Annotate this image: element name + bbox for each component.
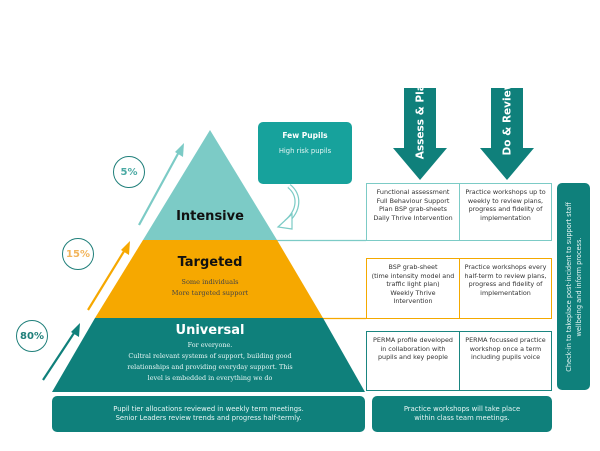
targeted-assess-cell: BSP grab-sheet (time intensity model and…: [366, 258, 460, 319]
cell-line: implementation: [480, 288, 531, 297]
targeted-line: More targeted support: [171, 288, 249, 297]
cell-line: half-term to review plans,: [464, 271, 547, 280]
growth-arrow-targeted: [87, 241, 130, 311]
cell-line: weekly to review plans,: [467, 196, 544, 205]
cell-line: (time intensity model and: [371, 271, 455, 280]
assess-plan-label: Assess & Plan: [414, 76, 427, 160]
cell-line: including pupils voice: [470, 353, 541, 362]
few-pupils-callout: Few Pupils High risk pupils: [258, 122, 352, 184]
growth-arrow-intensive: [138, 143, 184, 226]
cell-line: Weekly Thrive: [390, 288, 436, 297]
universal-line: level is embedded in everything we do: [147, 374, 273, 382]
bottom-right-line: Practice workshops will take place: [403, 404, 521, 413]
universal-assess-cell: PERMA profile developed in collaboration…: [366, 331, 460, 391]
universal-review-cell: PERMA focussed practice workshop once a …: [459, 331, 552, 391]
intensive-review-cell: Practice workshops up to weekly to revie…: [459, 183, 552, 241]
percent-badge-universal: 80%: [16, 320, 48, 352]
assess-plan-header: Assess & Plan: [400, 77, 440, 160]
intensive-assess-cell: Functional assessment Full Behaviour Sup…: [366, 183, 460, 241]
cell-line: workshop once a term: [469, 344, 542, 353]
cell-line: Plan BSP grab-sheets: [379, 205, 447, 214]
cell-line: Practice workshops up to: [465, 188, 546, 196]
cell-line: PERMA profile developed: [373, 336, 453, 344]
universal-line: relationships and providing everyday sup…: [127, 363, 293, 371]
cell-line: Functional assessment: [376, 188, 450, 196]
universal-line: For everyone.: [187, 341, 233, 349]
targeted-line: Some individuals: [181, 278, 239, 286]
cell-line: Practice workshops every: [464, 263, 547, 271]
assess-plan-arrow: [393, 88, 447, 180]
cell-line: Full Behaviour Support: [376, 196, 450, 205]
pyramid-tier-intensive: [143, 130, 277, 240]
bottom-left-line: Pupil tier allocations reviewed in weekl…: [113, 404, 304, 413]
universal-title: Universal: [175, 323, 245, 338]
post-incident-note: Check-in to takeplace post-incident to s…: [557, 183, 590, 390]
cell-line: BSP grab-sheet: [388, 263, 438, 271]
percent-badge-intensive: 5%: [113, 156, 145, 188]
tier-review-note: Pupil tier allocations reviewed in weekl…: [52, 396, 365, 432]
universal-line: Cultral relevant systems of support, bui…: [128, 352, 292, 360]
callout-subtitle: High risk pupils: [278, 147, 332, 155]
pyramid-tier-targeted: [95, 240, 323, 318]
bottom-left-line: Senior Leaders review trends and progres…: [115, 414, 302, 422]
cell-line: progress and fidelity of: [468, 205, 543, 214]
do-review-label: Do & Review: [501, 80, 513, 156]
cell-line: progress and fidelity of: [468, 280, 543, 289]
cell-line: implementation: [480, 213, 531, 222]
bottom-right-line: within class team meetings.: [414, 414, 510, 422]
cell-line: traffic light plan): [386, 280, 440, 289]
do-review-header: Do & Review: [487, 81, 527, 156]
percent-label: 80%: [20, 330, 44, 342]
intensive-title: Intensive: [176, 209, 244, 224]
percent-label: 15%: [66, 248, 90, 260]
cell-line: in collaboration with: [380, 344, 446, 353]
cell-line: PERMA focussed practice: [465, 336, 546, 344]
do-review-arrow: [480, 88, 534, 180]
side-note-line: wellbeing and inform process.: [574, 236, 583, 337]
curved-arrow-icon: [276, 184, 300, 230]
universal-description: For everyone. Cultral relevant systems o…: [90, 340, 330, 384]
targeted-title: Targeted: [177, 255, 243, 270]
percent-badge-targeted: 15%: [62, 238, 94, 270]
cell-line: Daily Thrive Intervention: [373, 213, 453, 222]
cell-line: Intervention: [393, 297, 433, 306]
pyramid-tier-universal: [52, 318, 365, 392]
callout-title: Few Pupils: [282, 131, 328, 140]
percent-label: 5%: [120, 166, 138, 178]
targeted-description: Some individuals More targeted support: [130, 277, 290, 298]
side-note-line: Check-in to takeplace post-incident to s…: [564, 201, 573, 372]
targeted-review-cell: Practice workshops every half-term to re…: [459, 258, 552, 319]
practice-workshop-note: Practice workshops will take place withi…: [372, 396, 552, 432]
growth-arrow-universal: [42, 323, 80, 381]
cell-line: pupils and key people: [377, 353, 448, 362]
